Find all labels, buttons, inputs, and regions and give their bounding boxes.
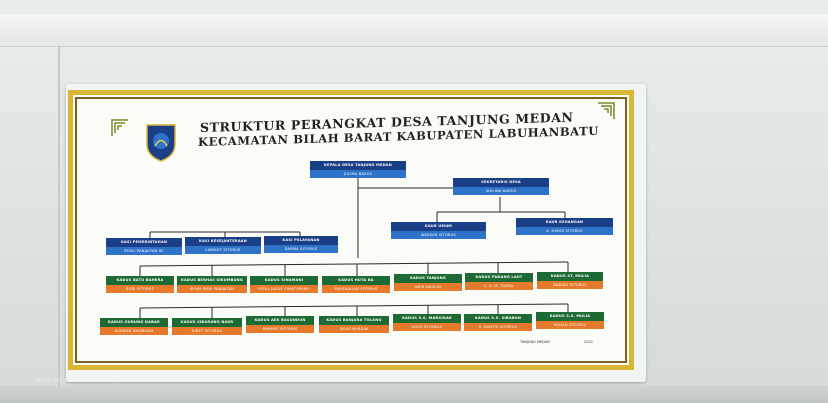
dusun-role: KADUS AEK BASUNDUN xyxy=(246,316,314,325)
dusun-box: KADUS BATU BAHERA ROBI SITORUS xyxy=(106,276,174,294)
dusun-box: KADUS TANJUNG AMIR DAULAY xyxy=(394,274,462,292)
dusun-name: SUAIFAN HASIBUAN xyxy=(100,327,168,335)
labuhanbatu-emblem-icon xyxy=(146,124,176,162)
dusun-role: KADUS S.S. MULIA xyxy=(536,312,604,321)
kaur-role: KAUR KEUANGAN xyxy=(516,218,613,227)
secretary-box: SEKRETARIS DESA JAHLINA BARUS xyxy=(453,178,549,195)
footer-place: TANJUNG MEDAN xyxy=(520,340,550,344)
dusun-name: PARSAULIAN SITORUS xyxy=(322,285,390,293)
footer-year: 2022 xyxy=(584,340,593,344)
dusun-box: KADUS SIBARUNG NAUR JUBET SITORUS xyxy=(172,318,242,336)
dusun-box: KADUS S.S. MARSIDAK AGUS RITONGA xyxy=(393,314,461,332)
dusun-box: KADUS GUNUNG DABAR SUAIFAN HASIBUAN xyxy=(100,318,168,336)
kaur-name: A. HAFAS SITORUS xyxy=(516,227,613,235)
dusun-role: KADUS BANJARA TOLANG xyxy=(319,316,389,325)
dusun-name: L. A. M. TAMBA xyxy=(465,282,533,290)
dusun-name: ROHAN SITORUS xyxy=(536,321,604,329)
dusun-role: KADUS SINAMANI xyxy=(250,276,318,285)
kasi-box: KASI KESEJAHTERAAN LAMHOT SITORUS xyxy=(185,237,261,255)
secretary-role: SEKRETARIS DESA xyxy=(453,178,549,187)
kasi-name: LAMHOT SITORUS xyxy=(185,246,261,254)
kasi-role: KASI PEMERINTAHAN xyxy=(106,238,182,247)
head-role: KEPALA DESA TANJUNG MEDAN xyxy=(310,161,406,170)
kasi-name: RUSLI PANJAITAN SE xyxy=(106,247,182,255)
dusun-name: AGUS RITONGA xyxy=(393,323,461,331)
dusun-role: KADUS GUNUNG DABAR xyxy=(100,318,168,327)
kasi-name: DARMA SITORUS xyxy=(264,245,338,253)
dusun-box: KADUS HUTA BA PARSAULIAN SITORUS xyxy=(322,276,390,294)
wall-panel-line xyxy=(58,46,60,386)
dusun-name: AMIR DAULAY xyxy=(394,283,462,291)
ornament-top-left-icon xyxy=(111,119,128,136)
dusun-role: KADUS PADANG LAUT xyxy=(465,273,533,282)
head-name: JULIMA BARUS xyxy=(310,170,406,178)
dusun-name: JUBET SITORUS xyxy=(172,327,242,335)
dusun-name: ROBI SITORUS xyxy=(106,285,174,293)
dusun-role: KADUS SIBARUNG NAUR xyxy=(172,318,242,327)
dusun-box: KADUS S.S. MULIA ROHAN SITORUS xyxy=(536,312,604,330)
camera-watermark: Shot on Y71 vivo AI camera xyxy=(36,377,127,384)
dusun-box: KADUS BERHAS SIKUMBUNG IRFAN RIFAI PANJA… xyxy=(177,276,247,294)
kaur-role: KAUR UMUM xyxy=(391,222,486,231)
dusun-name: RIZAL JUSUF SIMATUPANG xyxy=(250,285,318,293)
dusun-name: IRFAN RIFAI PANJAITAN xyxy=(177,285,247,293)
dusun-role: KADUS ST. MULIA xyxy=(537,272,603,281)
dusun-box: KADUS BANJARA TOLANG AGUS NURDIN xyxy=(319,316,389,334)
kasi-box: KASI PEMERINTAHAN RUSLI PANJAITAN SE xyxy=(106,238,182,256)
kaur-name: WASKAR SITORUS xyxy=(391,231,486,239)
dusun-box: KADUS SINAMANI RIZAL JUSUF SIMATUPANG xyxy=(250,276,318,294)
dusun-role: KADUS S.S. SIBABUN xyxy=(464,314,532,323)
kaur-box: KAUR UMUM WASKAR SITORUS xyxy=(391,222,486,239)
dusun-role: KADUS S.S. MARSIDAK xyxy=(393,314,461,323)
dusun-role: KADUS BERHAS SIKUMBUNG xyxy=(177,276,247,285)
dusun-role: KADUS BATU BAHERA xyxy=(106,276,174,285)
ornament-top-right-icon xyxy=(598,102,615,119)
dusun-box: KADUS S.S. SIBABUN R. BAHTIS SITORUS xyxy=(464,314,532,332)
dusun-name: ANDIKA SITORUS xyxy=(537,281,603,289)
secretary-name: JAHLINA BARUS xyxy=(453,187,549,195)
dusun-name: AGUS NURDIN xyxy=(319,325,389,333)
wall-ledge xyxy=(0,14,828,47)
dusun-box: KADUS AEK BASUNDUN RAHMAT SITORUS xyxy=(246,316,314,334)
kaur-box: KAUR KEUANGAN A. HAFAS SITORUS xyxy=(516,218,613,235)
head-box: KEPALA DESA TANJUNG MEDAN JULIMA BARUS xyxy=(310,161,406,178)
kasi-box: KASI PELAYANAN DARMA SITORUS xyxy=(264,236,338,254)
dusun-box: KADUS PADANG LAUT L. A. M. TAMBA xyxy=(465,273,533,291)
dusun-role: KADUS HUTA BA xyxy=(322,276,390,285)
dusun-name: RAHMAT SITORUS xyxy=(246,325,314,333)
dusun-role: KADUS TANJUNG xyxy=(394,274,462,283)
dusun-box: KADUS ST. MULIA ANDIKA SITORUS xyxy=(537,272,603,290)
kasi-role: KASI KESEJAHTERAAN xyxy=(185,237,261,246)
baseboard xyxy=(0,386,828,403)
dusun-name: R. BAHTIS SITORUS xyxy=(464,323,532,331)
kasi-role: KASI PELAYANAN xyxy=(264,236,338,245)
